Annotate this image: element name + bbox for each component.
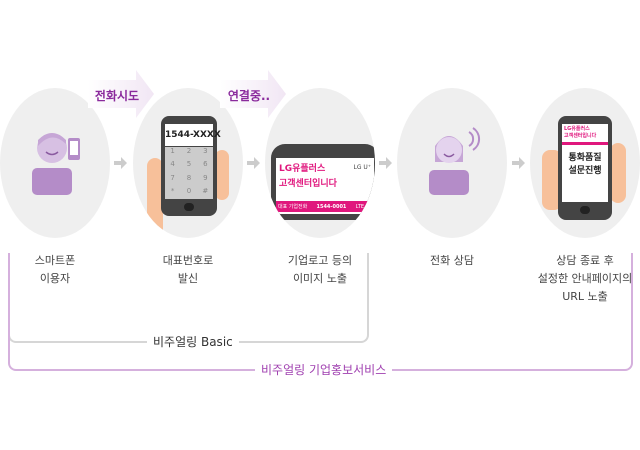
arrow-right-icon [247, 157, 260, 169]
finger-icon [215, 150, 229, 200]
lgu-logo: LG U⁺ [353, 164, 371, 171]
phone-landscape-icon: LG유플러스 LG U⁺ 고객센터입니다 대표 기업전화 1544-0001 L… [271, 144, 375, 220]
step-circle-user [0, 88, 110, 238]
transition-label: 연결중.. [227, 89, 271, 103]
screen-footer: 대표 기업전화 1544-0001 LTE 80 [276, 201, 374, 212]
arrow-right-icon [379, 157, 392, 169]
transition-banner-connect: 연결중.. [220, 70, 286, 118]
arrow-right-icon [512, 157, 525, 169]
footer-logo: LTE 80 [355, 203, 372, 210]
user-with-phone-icon [32, 133, 80, 195]
transition-banner-call: 전화시도 [88, 70, 154, 118]
screen-line2: 고객센터입니다 [279, 179, 337, 189]
footer-number: 1544-0001 [316, 203, 347, 210]
step-label-consult: 전화 상담 [430, 254, 474, 267]
dial-number: 1544-XXXX [165, 124, 221, 146]
step-circle-consult [397, 88, 507, 238]
hand-icon [542, 150, 562, 210]
step-circle-logo: LG유플러스 LG U⁺ 고객센터입니다 대표 기업전화 1544-0001 L… [265, 88, 375, 238]
finger-icon [610, 143, 626, 203]
call-agent-icon [429, 127, 480, 195]
arrow-right-icon [114, 157, 127, 169]
bracket-full-label: 비주얼링 기업홍보서비스 [255, 361, 393, 378]
screen-line1: LG유플러스 [279, 164, 326, 174]
transition-label: 전화시도 [94, 89, 140, 103]
hand-icon [147, 158, 163, 238]
footer-label: 대표 기업전화 [278, 204, 308, 210]
bracket-full [8, 253, 633, 371]
bracket-basic-label: 비주얼링 Basic [147, 333, 239, 350]
